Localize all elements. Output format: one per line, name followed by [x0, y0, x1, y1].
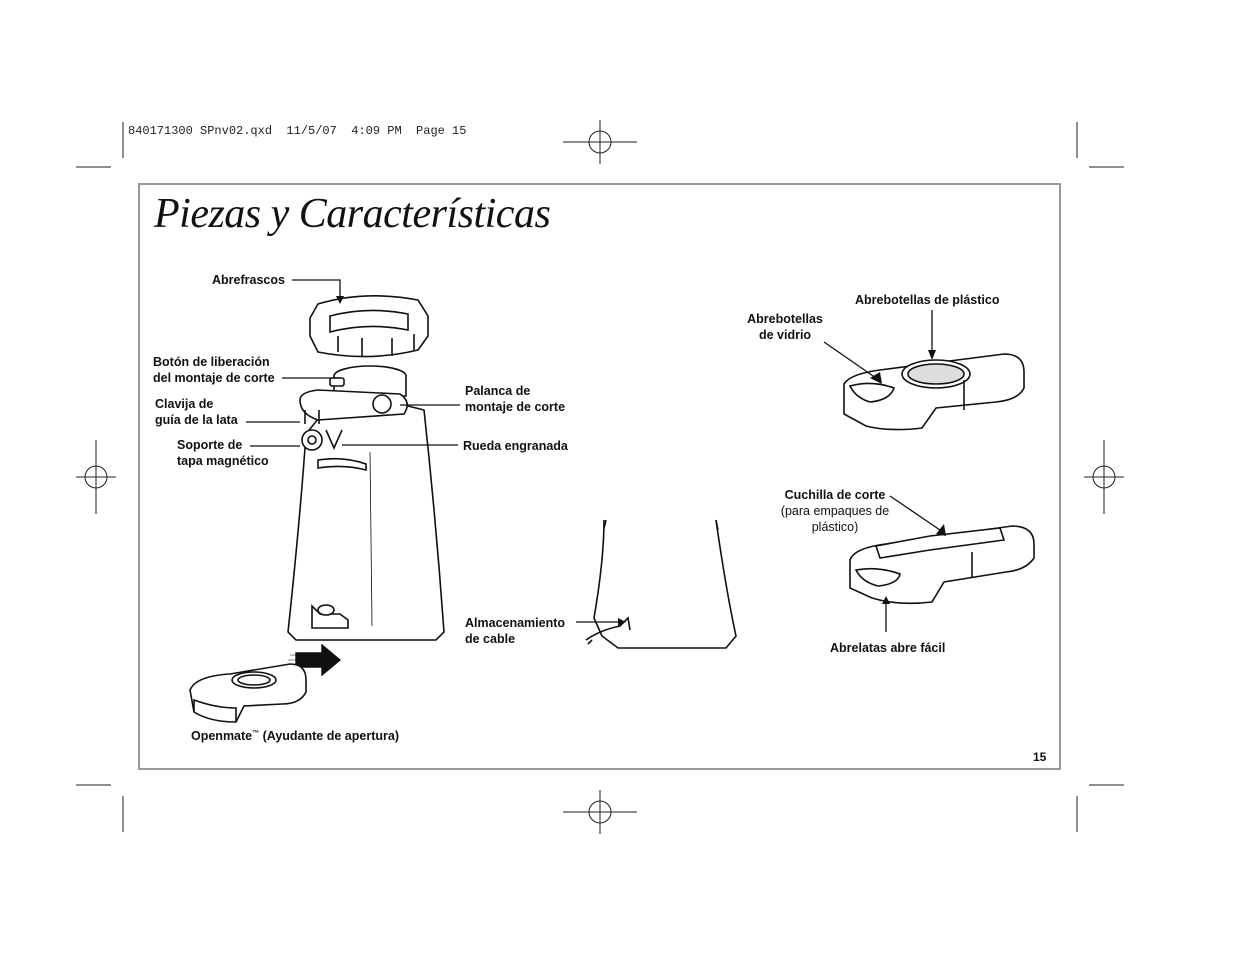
leader-lines [246, 279, 941, 632]
label-clavija-line2: guía de la lata [155, 413, 238, 427]
label-abrelatas: Abrelatas abre fácil [830, 641, 946, 655]
label-abrefrascos: Abrefrascos [212, 273, 285, 287]
page-number: 15 [1033, 750, 1047, 764]
label-palanca: Palanca de montaje de corte [465, 383, 565, 415]
trademark-symbol: ™ [252, 730, 260, 737]
label-almacen-line1: Almacenamiento [465, 616, 566, 630]
label-vidrio-line1: Abrebotellas [747, 312, 823, 326]
file-slug: 840171300 SPnv02.qxd 11/5/07 4:09 PM Pag… [128, 124, 467, 138]
label-abrebotellas-vidrio: Abrebotellas de vidrio [745, 311, 825, 343]
insert-arrow-drawing [288, 643, 342, 677]
leader-arrowheads [336, 296, 946, 626]
label-boton-line2: del montaje de corte [153, 371, 275, 385]
label-vidrio-line2: de vidrio [758, 328, 812, 342]
label-almacen-line2: de cable [465, 632, 516, 646]
label-boton: Botón de liberación del montaje de corte [153, 354, 275, 386]
label-boton-line1: Botón de liberación [153, 355, 270, 369]
label-cuchilla: Cuchilla de corte (para empaques de plás… [776, 487, 894, 535]
can-opener-body-drawing [287, 365, 445, 641]
label-cuchilla-line3: plástico) [811, 520, 859, 534]
label-clavija: Clavija de guía de la lata [155, 396, 238, 428]
label-openmate: Openmate™ (Ayudante de apertura) [191, 726, 399, 744]
crop-marks [76, 122, 1124, 832]
label-cuchilla-line1: Cuchilla de corte [784, 488, 886, 502]
label-clavija-line1: Clavija de [155, 397, 214, 411]
label-palanca-line1: Palanca de [465, 384, 531, 398]
label-cuchilla-line2: (para empaques de [780, 504, 890, 518]
label-palanca-line2: montaje de corte [465, 400, 566, 414]
easy-opener-drawing [849, 525, 1035, 605]
bottle-opener-drawing [843, 353, 1025, 431]
label-abrebotellas-plastico: Abrebotellas de plástico [855, 293, 1000, 307]
cord-storage-drawing [585, 519, 737, 649]
label-soporte: Soporte de tapa magnético [177, 437, 269, 469]
label-soporte-line1: Soporte de [177, 438, 243, 452]
label-almacenamiento: Almacenamiento de cable [465, 615, 565, 647]
registration-marks [76, 120, 1124, 834]
label-rueda: Rueda engranada [463, 439, 568, 453]
label-openmate-rest: (Ayudante de apertura) [259, 729, 399, 744]
page-title: Piezas y Características [154, 191, 551, 237]
openmate-drawing [189, 663, 307, 723]
label-openmate-name: Openmate [191, 729, 253, 744]
jar-opener-drawing [309, 295, 429, 358]
label-soporte-line2: tapa magnético [177, 454, 269, 468]
page-frame [138, 183, 1061, 770]
